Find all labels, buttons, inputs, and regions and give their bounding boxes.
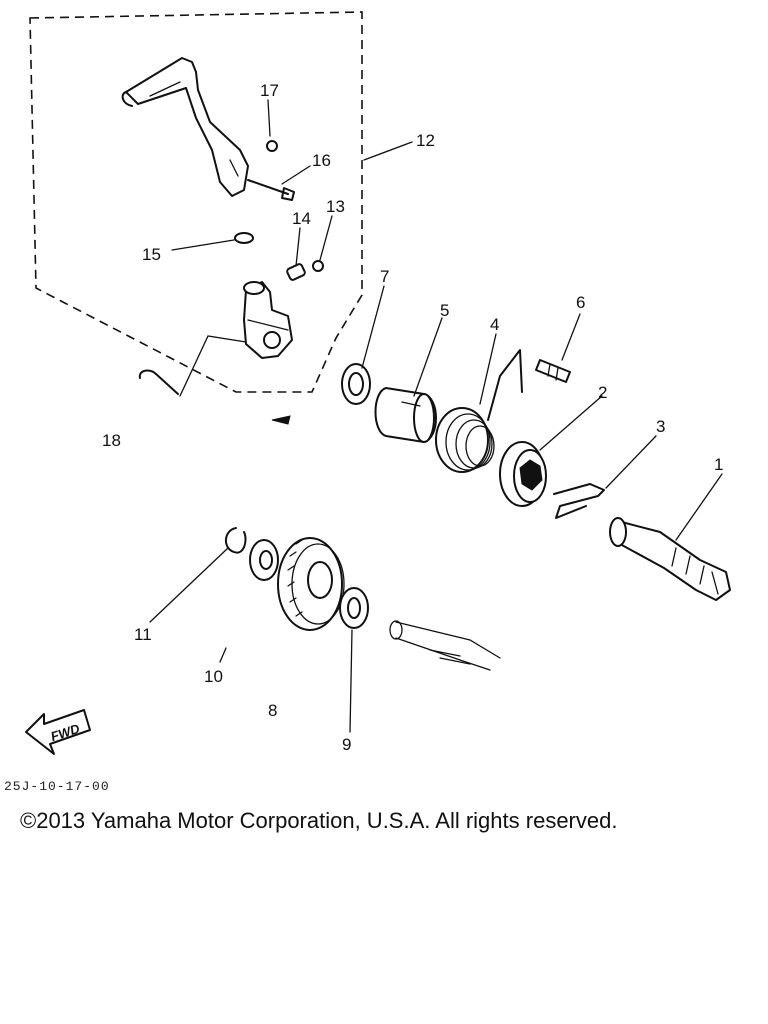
- part-label-8: 8: [268, 701, 277, 720]
- part-label-1: 1: [714, 455, 723, 474]
- part-5-sleeve: [374, 387, 437, 443]
- part-label-6: 6: [576, 293, 585, 312]
- part-number-labels: 1 2 3 4 5 6 7 8 9 10 11 12 13 14 15 16 1…: [102, 81, 723, 754]
- part-6-pin: [535, 359, 571, 383]
- fwd-label: FWD: [49, 721, 82, 745]
- part-1-kick-shaft: [609, 517, 731, 601]
- part-label-3: 3: [656, 417, 665, 436]
- part-label-4: 4: [490, 315, 499, 334]
- part-8-kick-gear: [277, 537, 345, 631]
- part-label-12: 12: [416, 131, 435, 150]
- part-10-washer: [249, 539, 279, 581]
- leader-lines: [149, 99, 723, 733]
- kick-crank-lever: [121, 57, 278, 197]
- part-label-2: 2: [598, 383, 607, 402]
- part-label-9: 9: [342, 735, 351, 754]
- kick-starter-exploded-diagram: 1 2 3 4 5 6 7 8 9 10 11 12 13 14 15 16 1…: [4, 11, 731, 794]
- part-label-5: 5: [440, 301, 449, 320]
- part-2-ratchet: [499, 441, 547, 507]
- part-label-16: 16: [312, 151, 331, 170]
- kick-boss: [243, 281, 293, 359]
- part-4-spring: [435, 349, 523, 473]
- assembly-boundary-dashed: [29, 11, 363, 393]
- part-3-clip: [553, 483, 605, 519]
- copyright-notice: ©2013 Yamaha Motor Corporation, U.S.A. A…: [20, 808, 618, 833]
- part-label-10: 10: [204, 667, 223, 686]
- part-label-13: 13: [326, 197, 345, 216]
- bolt-18: [138, 335, 247, 397]
- direction-arrow-mark: [271, 415, 291, 425]
- kick-axle-reference: [389, 620, 501, 671]
- part-label-14: 14: [292, 209, 311, 228]
- part-7-bearing: [341, 363, 371, 405]
- part-label-15: 15: [142, 245, 161, 264]
- small-parts-13-14-15: [234, 232, 324, 281]
- drawing-code: 25J-10-17-00: [4, 779, 110, 794]
- part-label-18: 18: [102, 431, 121, 450]
- part-label-7: 7: [380, 267, 389, 286]
- part-9-washer: [339, 587, 369, 629]
- part-label-11: 11: [134, 625, 152, 644]
- part-11-circlip: [225, 527, 247, 554]
- fwd-arrow-icon: FWD: [25, 709, 91, 755]
- part-label-17: 17: [260, 81, 279, 100]
- bolt-16: [247, 179, 295, 201]
